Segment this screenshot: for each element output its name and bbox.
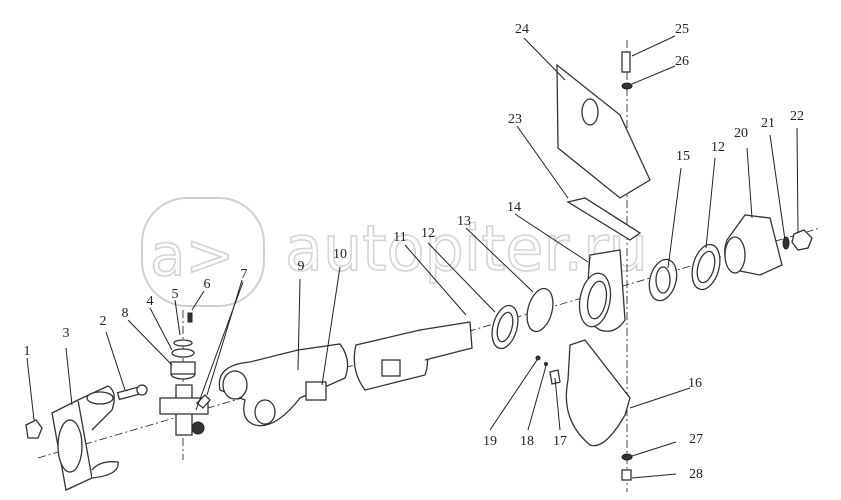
callout-13: 13 [457, 214, 471, 229]
flange-nut [791, 229, 813, 251]
callout-17: 17 [553, 434, 567, 449]
callout-18: 18 [520, 434, 534, 449]
bearing-housing [578, 249, 626, 332]
lower-clamp [565, 339, 631, 447]
flange-yoke [51, 385, 119, 491]
callout-10: 10 [333, 247, 347, 262]
oil-seal-left [491, 304, 519, 350]
companion-flange [724, 214, 783, 276]
callout-7: 7 [241, 267, 248, 282]
watermark-logo: a> autopiter.ru [141, 197, 649, 307]
svg-text:a>: a> [150, 221, 234, 289]
callout-labels: 1 2 3 4 5 6 7 8 9 10 11 12 13 14 15 12 1… [24, 22, 805, 482]
callout-26: 26 [675, 54, 689, 69]
callout-6: 6 [204, 277, 211, 292]
callout-15: 15 [676, 149, 690, 164]
callout-12-left: 12 [421, 226, 435, 241]
callout-5: 5 [172, 287, 179, 302]
callout-8: 8 [122, 306, 129, 321]
snap-ring [526, 287, 554, 333]
callout-14: 14 [507, 200, 521, 215]
callout-16: 16 [688, 376, 702, 391]
bolt [116, 384, 148, 401]
oil-seal-right [691, 243, 721, 291]
watermark-text: autopiter.ru [285, 212, 648, 285]
shaft-tube [353, 321, 473, 391]
callout-20: 20 [734, 126, 748, 141]
slip-yoke [218, 343, 349, 427]
small-parts-17-19 [535, 355, 561, 385]
callout-22: 22 [790, 109, 804, 124]
callout-24: 24 [515, 22, 529, 37]
callout-27: 27 [689, 432, 703, 447]
ball-bearing [648, 258, 678, 302]
callout-11: 11 [393, 230, 406, 245]
bolt-washers [621, 51, 633, 481]
callout-23: 23 [508, 112, 522, 127]
washer [782, 236, 790, 250]
leader-lines [26, 35, 799, 479]
callout-21: 21 [761, 116, 775, 131]
bracket-strap [566, 197, 642, 241]
nut [25, 419, 43, 439]
callout-19: 19 [483, 434, 497, 449]
callout-28: 28 [689, 467, 703, 482]
universal-joint-cross [159, 312, 211, 436]
callout-25: 25 [675, 22, 689, 37]
callout-4: 4 [147, 294, 154, 309]
callout-9: 9 [298, 259, 305, 274]
callout-12-right: 12 [711, 140, 725, 155]
callout-2: 2 [100, 314, 107, 329]
callout-3: 3 [63, 326, 70, 341]
mounting-bracket [556, 63, 651, 199]
callout-1: 1 [24, 344, 31, 359]
